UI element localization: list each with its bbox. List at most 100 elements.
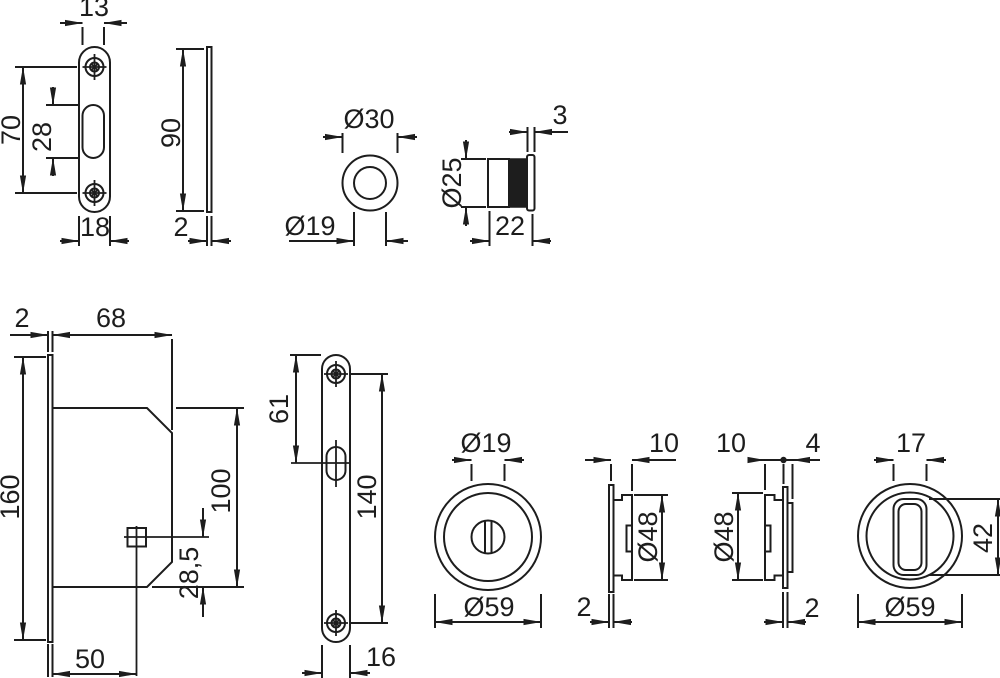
- escutcheon-side-view-b: 10 4 Ø48 2: [709, 428, 821, 628]
- cylinder-knurl: [508, 158, 528, 208]
- dim-label-plate-thickness: 2: [173, 212, 188, 242]
- escutcheon-outer-circle: [434, 483, 542, 591]
- dim-spindle-to-bottom: 28,5: [174, 508, 207, 617]
- spindle-guide: [625, 524, 633, 553]
- lock-case-outline: [52, 407, 173, 588]
- cup-section: [613, 494, 633, 581]
- pull-recess-outer: [892, 498, 928, 576]
- dim-screw-spacing: 70: [0, 66, 77, 194]
- dim-label-slot-width: 13: [79, 0, 109, 22]
- dim-label-top-to-cylinder: 61: [264, 394, 294, 424]
- dim-case-height: 100: [152, 407, 244, 588]
- dim-label-cylinder-diameter: Ø25: [437, 157, 467, 208]
- flange-section: [608, 484, 615, 593]
- dim-label-cup-depth: 10: [716, 428, 746, 458]
- strike-plate-front-view: 13 70 28 18: [0, 0, 129, 246]
- dim-plate-width: 18: [60, 212, 129, 246]
- spindle-guide: [764, 524, 772, 553]
- dim-label-screw-spacing: 70: [0, 115, 26, 145]
- faceplate-front-view: 61 140 16: [264, 354, 396, 678]
- screw-hole-top: [81, 53, 108, 81]
- dim-top-to-cylinder: 61: [264, 354, 321, 464]
- dim-label-faceplate-width: 16: [366, 642, 396, 672]
- dim-backset: 50: [47, 644, 137, 678]
- dim-label-ring-inner: Ø19: [284, 211, 335, 241]
- dim-cup-depth: 10: [585, 428, 679, 491]
- dim-cylinder-diameter: Ø25: [437, 140, 486, 226]
- dim-label-flange-thickness: 2: [576, 592, 591, 622]
- flush-pull-inner-rim: [865, 491, 955, 581]
- dim-case-depth: 68: [52, 303, 173, 430]
- latch-slot: [81, 104, 105, 159]
- dim-plate-thickness: 2: [173, 212, 231, 246]
- dim-label-plate-length: 90: [156, 118, 186, 148]
- dim-label-faceplate-length: 160: [0, 474, 25, 519]
- dim-faceplate-width: 16: [302, 642, 396, 678]
- dim-label-slot-height: 28: [27, 122, 57, 152]
- dim-slot-width: 13: [60, 0, 127, 45]
- dim-ring-outer: Ø30: [323, 104, 417, 153]
- dim-dot: [780, 456, 787, 464]
- dim-label-cylinder-length: 22: [495, 211, 525, 241]
- flush-pull-front-view: 17 42 Ø59: [857, 428, 1000, 628]
- strike-plate-outline: [78, 46, 111, 213]
- escutcheon-side-view-a: 10 Ø48 2: [576, 428, 679, 628]
- dim-cylinder-length: 22: [470, 211, 551, 246]
- ring-inner-circle: [353, 166, 387, 200]
- dim-slot-height: 28: [27, 87, 79, 176]
- dim-label-outer-diameter: Ø59: [884, 592, 935, 622]
- faceplate-outline: [321, 354, 351, 643]
- dim-label-cup-depth: 10: [649, 428, 679, 458]
- dim-label-recess-width: 17: [896, 428, 926, 458]
- dim-outer-diameter: Ø59: [857, 592, 963, 628]
- cylinder-body: [487, 158, 510, 208]
- dim-hole-diameter: Ø19: [452, 428, 524, 481]
- dim-label-collar-thickness: 3: [552, 100, 567, 130]
- dim-plate-length: 90: [156, 48, 204, 212]
- dim-label-recess-height: 42: [968, 523, 998, 553]
- dim-label-faceplate-thickness: 2: [14, 303, 29, 333]
- dim-label-ring-outer: Ø30: [343, 104, 394, 134]
- pull-recess-inner: [897, 503, 923, 571]
- lock-case-view: 2 68 160 100 28,5 50: [0, 303, 244, 678]
- dim-label-cup-diameter: Ø48: [709, 511, 739, 562]
- dim-cup-diameter: Ø48: [633, 494, 668, 581]
- dim-flange-thickness: 2: [576, 592, 632, 628]
- cup-section: [764, 494, 783, 581]
- dim-label-screw-spacing: 140: [352, 474, 382, 519]
- dim-flange-thickness: 2: [764, 592, 820, 628]
- lock-faceplate: [47, 354, 54, 643]
- dim-collar-thickness: 3: [509, 100, 568, 152]
- cylinder-collar: [526, 154, 536, 212]
- dim-label-backset: 50: [75, 644, 105, 674]
- dim-label-case-depth: 68: [96, 303, 126, 333]
- dim-label-cup-diameter: Ø48: [633, 511, 663, 562]
- ring-front-view: Ø30 Ø19: [284, 104, 417, 246]
- dim-cup-diameter: Ø48: [709, 492, 763, 581]
- dim-screw-spacing: 140: [351, 373, 388, 624]
- dim-label-plate-width: 18: [80, 212, 110, 242]
- plate-section: [206, 46, 213, 213]
- screw-hole-bottom: [323, 609, 349, 637]
- dim-recess-width: 17: [874, 428, 946, 481]
- dim-recess-height: 42: [929, 498, 1000, 576]
- dim-label-hole-diameter: Ø19: [460, 428, 511, 458]
- flush-pull-outer-circle: [857, 483, 963, 589]
- strike-plate-side-view: 90 2: [156, 46, 231, 246]
- escutcheon-inner-rim: [443, 492, 533, 582]
- screw-hole-top: [323, 360, 349, 388]
- dim-label-flange-thickness: 2: [804, 593, 819, 623]
- boss-section: [786, 502, 794, 573]
- dim-faceplate-thickness: 2: [10, 303, 54, 352]
- dim-outer-diameter: Ø59: [434, 592, 542, 628]
- dim-cup-depth-and-boss: 10 4: [716, 428, 821, 499]
- dim-ring-inner: Ø19: [284, 211, 408, 246]
- dim-label-spindle-to-bottom: 28,5: [174, 547, 204, 600]
- dim-label-outer-diameter: Ø59: [463, 592, 514, 622]
- ring-outer-circle: [341, 154, 399, 212]
- escutcheon-front-view: Ø19 Ø59: [434, 428, 542, 628]
- dim-label-boss-depth: 4: [805, 428, 820, 458]
- cylinder-side-view: 3 Ø25 22: [437, 100, 568, 246]
